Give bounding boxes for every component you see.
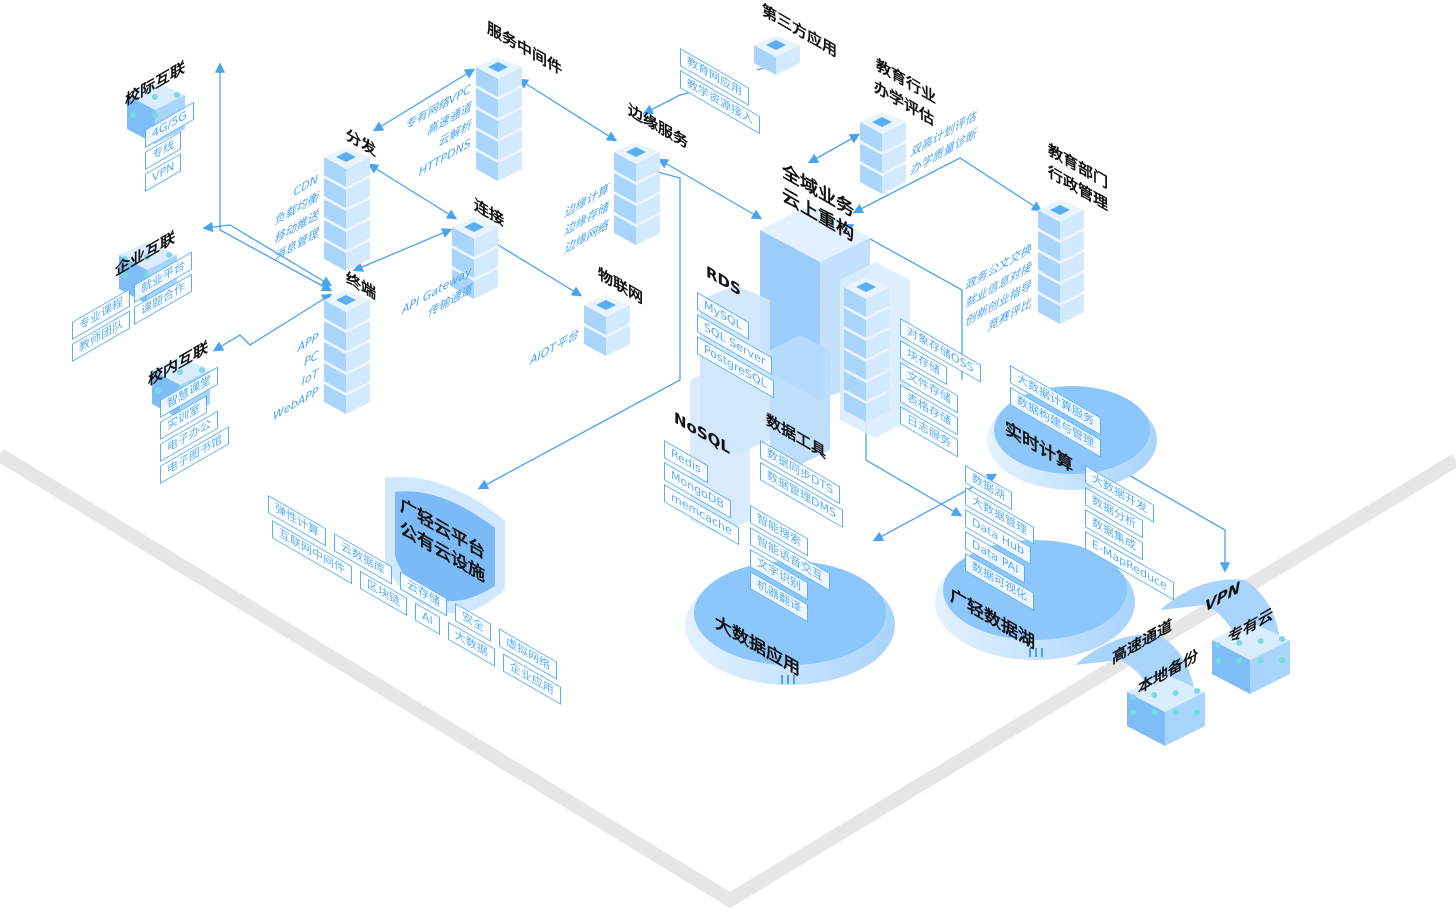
- zhongduan-server-stack: [322, 288, 374, 425]
- admin-server-stack: [1036, 198, 1088, 335]
- third-party-server: [752, 33, 804, 86]
- edge-server-stack: [612, 140, 664, 256]
- fenfa-server-stack: [322, 145, 374, 282]
- lianjie-server-stack: [450, 215, 502, 310]
- bigdata-app-disk: [685, 561, 895, 685]
- middleware-server-stack: [474, 55, 526, 192]
- private-cloud-block: [1210, 620, 1294, 702]
- iot-server-stack: [582, 293, 634, 367]
- storage-server-stack: [842, 275, 894, 433]
- local-backup-block: [1125, 672, 1209, 754]
- eval-server-stack: [858, 110, 910, 205]
